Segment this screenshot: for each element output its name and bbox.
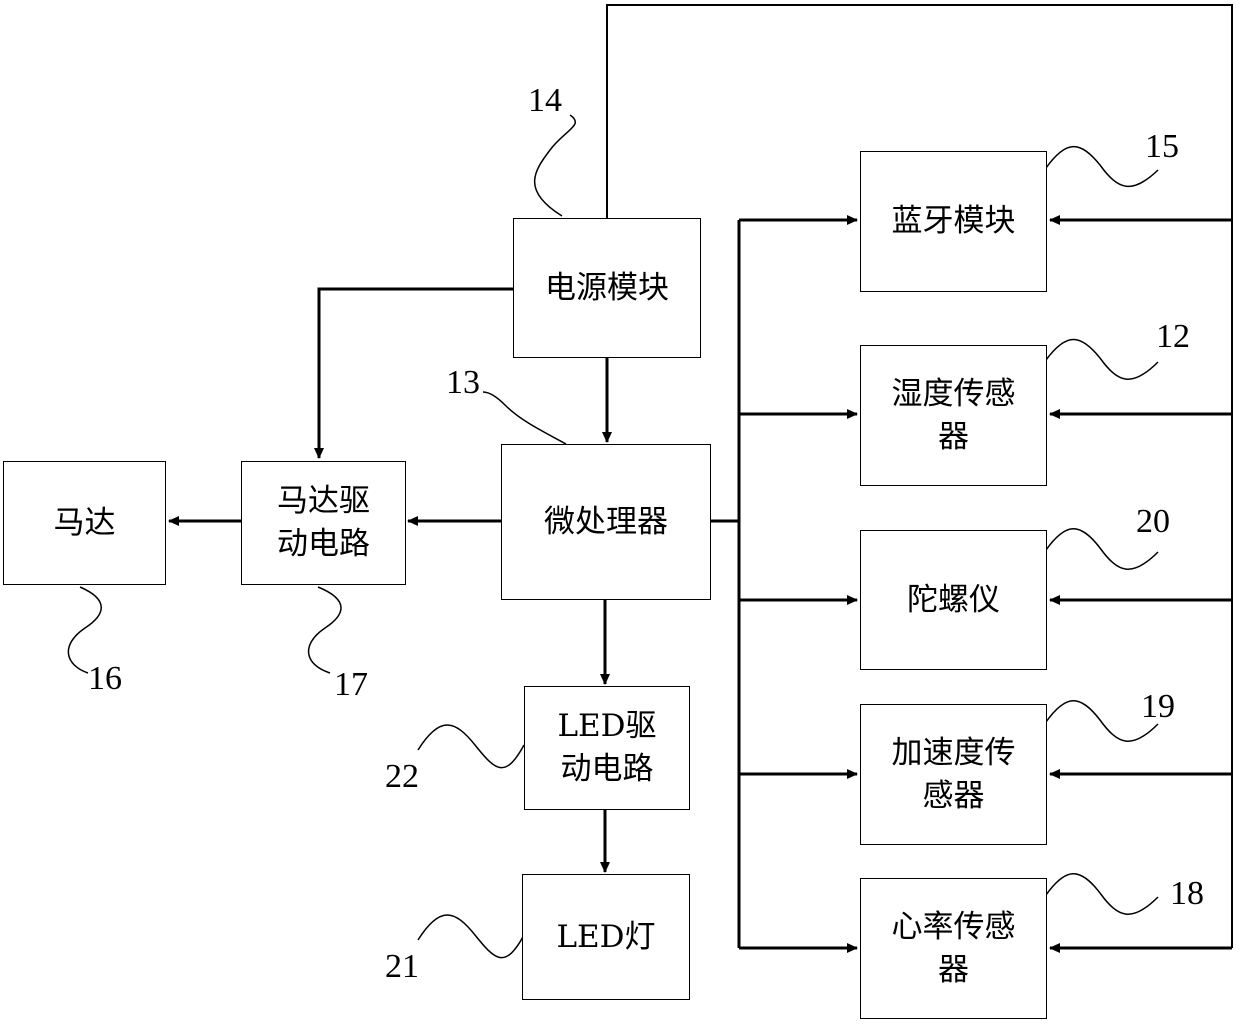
ref-number-mcu: 13: [446, 366, 480, 400]
ref-number-humidity: 12: [1156, 320, 1190, 354]
ref-number-motor-driver: 17: [334, 668, 368, 702]
heart-rate-sensor-label-line2: 器: [938, 949, 969, 992]
led-driver-label-line1: LED驱: [557, 705, 656, 748]
led-label: LED灯: [556, 916, 655, 959]
ref-number-led: 21: [385, 950, 419, 984]
bluetooth-label: 蓝牙模块: [892, 200, 1016, 243]
accelerometer-block: 加速度传 感器: [860, 704, 1047, 845]
leader-17: [309, 587, 341, 673]
accelerometer-label-line2: 感器: [923, 775, 985, 818]
microprocessor-label: 微处理器: [544, 501, 668, 544]
gyroscope-block: 陀螺仪: [860, 530, 1047, 670]
humidity-sensor-label-line1: 湿度传感: [892, 373, 1016, 416]
led-driver-block: LED驱 动电路: [524, 686, 690, 810]
leader-21: [418, 915, 524, 958]
led-block: LED灯: [522, 874, 690, 1000]
motor-driver-label-line2: 动电路: [277, 523, 370, 566]
microprocessor-block: 微处理器: [501, 444, 711, 600]
accelerometer-label-line1: 加速度传: [892, 732, 1016, 775]
ref-number-led-driver: 22: [385, 760, 419, 794]
gyroscope-label: 陀螺仪: [907, 579, 1000, 622]
heart-rate-sensor-block: 心率传感 器: [860, 878, 1047, 1019]
heart-rate-sensor-label-line1: 心率传感: [892, 906, 1016, 949]
ref-number-accel: 19: [1141, 690, 1175, 724]
leader-14: [535, 115, 576, 216]
leader-13: [483, 392, 566, 444]
humidity-sensor-block: 湿度传感 器: [860, 345, 1047, 486]
leader-22: [418, 725, 524, 768]
leader-15: [1046, 147, 1158, 187]
ref-number-power: 14: [528, 84, 562, 118]
ref-number-bluetooth: 15: [1145, 130, 1179, 164]
ref-number-motor: 16: [88, 662, 122, 696]
motor-driver-label-line1: 马达驱: [277, 480, 370, 523]
led-driver-label-line2: 动电路: [561, 748, 654, 791]
leader-12: [1046, 339, 1158, 379]
power-module-label: 电源模块: [545, 267, 669, 310]
bluetooth-block: 蓝牙模块: [860, 151, 1047, 292]
motor-driver-block: 马达驱 动电路: [241, 461, 406, 585]
leader-18: [1046, 874, 1158, 915]
ref-number-gyro: 20: [1136, 505, 1170, 539]
motor-block: 马达: [3, 461, 166, 585]
power-module-block: 电源模块: [513, 218, 701, 358]
humidity-sensor-label-line2: 器: [938, 416, 969, 459]
motor-label: 马达: [54, 502, 116, 545]
ref-number-heart: 18: [1170, 877, 1204, 911]
power-to-motor-driver-arrow: [319, 289, 513, 458]
